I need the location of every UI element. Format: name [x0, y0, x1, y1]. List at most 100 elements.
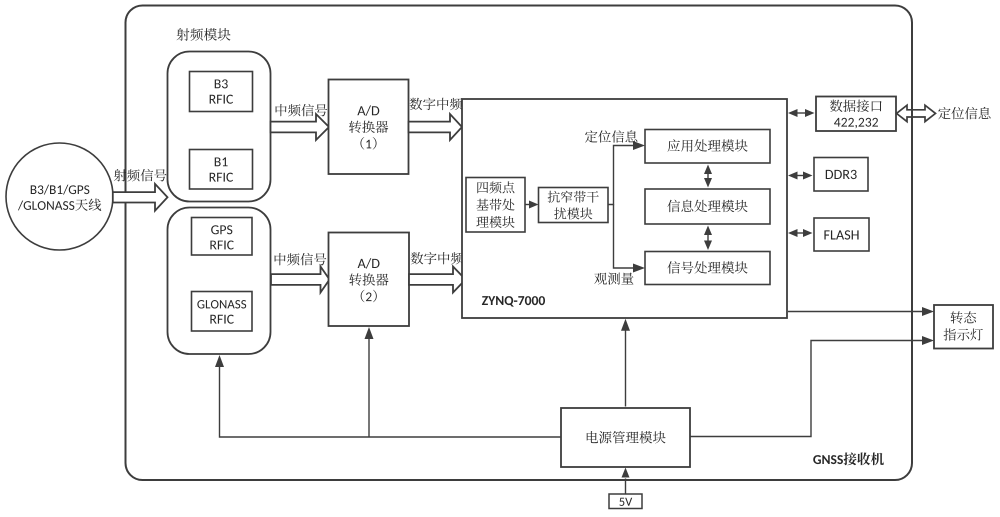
- glonass-rfic-label-line1: GLONASS: [197, 296, 259, 311]
- svg-text:RFIC: RFIC: [209, 92, 241, 107]
- svg-text:数字中频: 数字中频: [409, 97, 463, 112]
- b3-rfic-label-line2: RFIC: [209, 92, 241, 107]
- svg-text:数据接口: 数据接口: [829, 98, 883, 114]
- status-led-node: 转态 指示灯: [933, 304, 994, 350]
- edge-power-rfunit2-line: [218, 366, 561, 438]
- edge-info-signal-head-b: [704, 240, 712, 250]
- svg-text:B3/B1/GPS: B3/B1/GPS: [30, 182, 99, 197]
- adc1-node: A/D 转换器 （1）: [327, 78, 410, 175]
- rf-unit2: GPS RFIC GLONASS RFIC: [166, 206, 272, 355]
- gps-rfic-box: [190, 216, 253, 256]
- edge-zynq-statusled-head: [922, 307, 934, 316]
- edge-power-zynq-head: [621, 318, 630, 331]
- power-input-box: [608, 493, 643, 510]
- edge-antijam-app-head: [633, 141, 645, 150]
- svg-text:中频信号: 中频信号: [274, 103, 328, 118]
- svg-text:ZYNQ-7000: ZYNQ-7000: [482, 293, 555, 308]
- svg-text:转换器: 转换器: [349, 273, 390, 288]
- adc2-label-line2: 转换器: [349, 273, 390, 288]
- svg-text:射频信号: 射频信号: [113, 168, 167, 183]
- baseband-label-line3: 理模块: [476, 215, 515, 230]
- svg-text:转态: 转态: [950, 311, 977, 326]
- rf-signal-arrow: [111, 181, 169, 213]
- adc1-box: [327, 78, 410, 175]
- edge-app-info-head-a: [704, 164, 712, 174]
- power-management-box: [560, 407, 691, 468]
- enclosure-label: GNSS接收机: [813, 451, 893, 467]
- gps-rfic-label-line1: GPS: [211, 225, 233, 235]
- gps-rfic-label-line2: RFIC: [210, 240, 234, 250]
- edge-baseband-antijam-head: [529, 200, 539, 209]
- adc2-box: [327, 231, 410, 327]
- b1-rfic-label-line1: B1: [214, 154, 231, 169]
- b1-rfic-label-line2: RFIC: [209, 170, 241, 185]
- svg-text:A/D: A/D: [357, 103, 381, 119]
- rf-module-label: 射频模块: [176, 28, 231, 41]
- edge-antijam-signal-line: [612, 204, 634, 269]
- svg-text:（2）: （2）: [352, 289, 386, 304]
- data-interface-label-line2: 422,232: [834, 117, 878, 129]
- anti-jam-label-line1: 抗窄带干: [547, 190, 599, 205]
- svg-text:/GLONASS天线: /GLONASS天线: [18, 198, 113, 213]
- edge-zynq-ddr3-head-a: [788, 171, 798, 180]
- svg-text:RFIC: RFIC: [209, 170, 241, 185]
- edge-zynq-datainterface-head-a: [788, 109, 798, 117]
- svg-text:中频信号: 中频信号: [273, 252, 327, 267]
- svg-text:DDR3: DDR3: [825, 167, 864, 183]
- adc1-label-line1: A/D: [357, 103, 381, 119]
- svg-text:转换器: 转换器: [348, 120, 389, 135]
- b3-rfic-label-line1: B3: [214, 76, 231, 91]
- svg-text:理模块: 理模块: [476, 215, 515, 230]
- if-signal-label-2: 中频信号: [273, 252, 327, 267]
- app-module-box: [644, 128, 771, 164]
- data-interface-label-line1: 数据接口: [829, 98, 883, 114]
- svg-text:数字中频: 数字中频: [410, 251, 464, 266]
- b3-rfic-box: [188, 70, 254, 113]
- svg-text:B3: B3: [214, 76, 231, 91]
- data-interface-node: 数据接口 422,232: [815, 95, 897, 132]
- svg-text:电源管理模块: 电源管理模块: [585, 430, 666, 445]
- svg-text:指示灯: 指示灯: [943, 328, 983, 343]
- power-management-label: 电源管理模块: [585, 430, 666, 445]
- info-module-box: [644, 188, 771, 225]
- edge-antijam-app-line: [608, 144, 634, 206]
- glonass-rfic-label-line2: RFIC: [210, 314, 234, 324]
- edge-zynq-datainterface-head-b: [805, 109, 815, 117]
- edge-zynq-ddr3-head-b: [803, 171, 813, 180]
- svg-text:GLONASS: GLONASS: [197, 296, 259, 311]
- status-led-label-line1: 转态: [950, 311, 977, 326]
- edge-info-signal-head-a: [704, 225, 712, 235]
- observables-label: 观测量: [594, 272, 634, 287]
- svg-text:抗窄带干: 抗窄带干: [547, 190, 599, 205]
- edge-app-info-head-b: [704, 178, 712, 188]
- edge-power-rfunit2-head: [215, 355, 224, 367]
- positioning-info-output-label: 定位信息: [938, 105, 992, 121]
- ddr3-label: DDR3: [825, 167, 864, 183]
- power-input-label: 5V: [619, 497, 633, 506]
- svg-text:信号处理模块: 信号处理模块: [667, 261, 748, 276]
- svg-text:B1: B1: [214, 154, 231, 169]
- svg-text:定位信息: 定位信息: [585, 129, 639, 145]
- status-led-box: [933, 304, 994, 350]
- antenna-label-line1: B3/B1/GPS: [30, 182, 99, 197]
- edge-power-adc2-head: [364, 327, 374, 339]
- if-signal-label-1: 中频信号: [274, 103, 328, 118]
- svg-text:定位信息: 定位信息: [938, 105, 992, 121]
- zynq-label: ZYNQ-7000: [481, 293, 555, 308]
- svg-text:GNSS接收机: GNSS接收机: [813, 451, 893, 467]
- svg-text:信息处理模块: 信息处理模块: [667, 198, 748, 214]
- svg-text:四频点: 四频点: [476, 180, 515, 195]
- rf-signal-label: 射频信号: [113, 168, 167, 183]
- svg-text:扰模块: 扰模块: [554, 206, 593, 221]
- power-input-node: 5V: [608, 493, 643, 510]
- svg-text:基带处: 基带处: [476, 198, 515, 213]
- adc1-label-line3: （1）: [360, 137, 377, 150]
- digital-if-label-1: 数字中频: [409, 97, 463, 112]
- edge-antijam-signal-head: [633, 263, 645, 273]
- status-led-label-line2: 指示灯: [943, 328, 983, 343]
- svg-text:观测量: 观测量: [594, 272, 634, 287]
- svg-text:应用处理模块: 应用处理模块: [667, 138, 748, 154]
- edge-zynq-flash-head-a: [788, 229, 798, 237]
- b1-rfic-box: [188, 148, 254, 190]
